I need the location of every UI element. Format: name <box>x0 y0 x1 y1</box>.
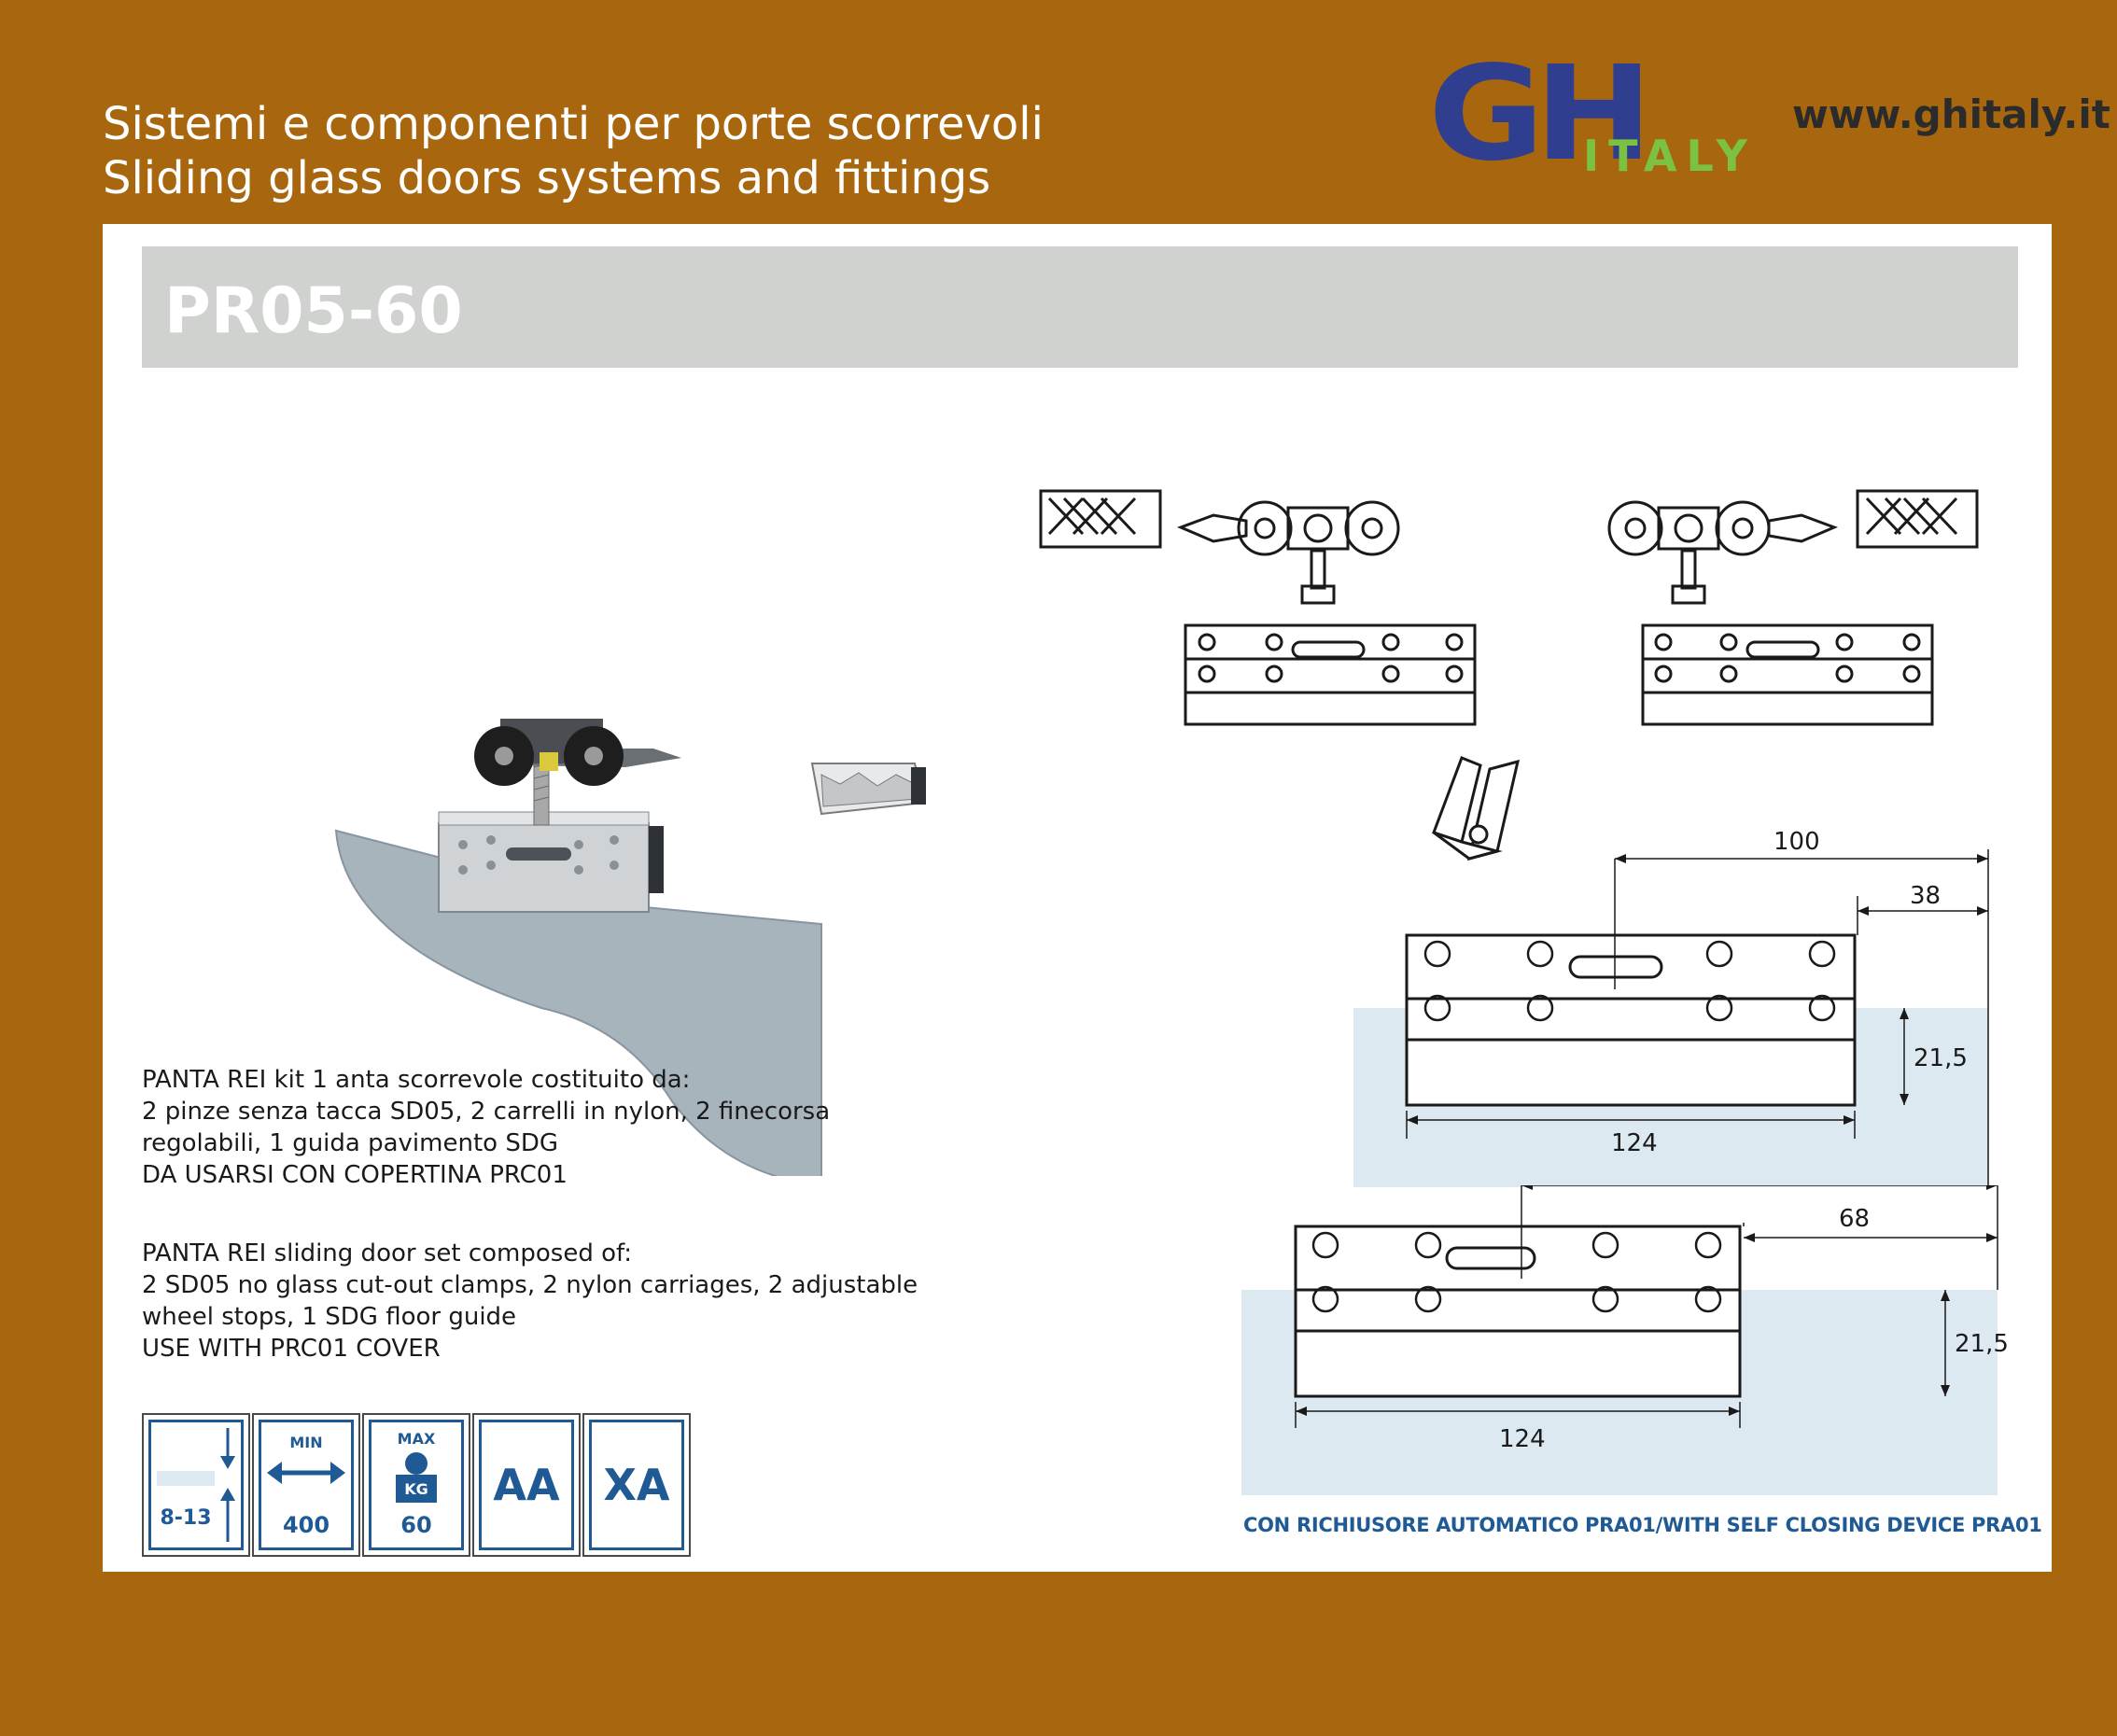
header-tagline: Sistemi e componenti per porte scorrevol… <box>103 97 1044 205</box>
dimension-drawing-top: 100 38 21,5 124 <box>1353 828 1989 1187</box>
title-bar: PR05-60 <box>142 246 2018 368</box>
glass-thickness-icon: 8-13 <box>142 1413 250 1557</box>
dim-bottom-124: 124 <box>1499 1425 1546 1453</box>
description-english: PANTA REI sliding door set composed of: … <box>142 1238 918 1365</box>
gh-italy-logo: GH ITALY <box>1428 54 1757 175</box>
thickness-value: 8-13 <box>160 1506 212 1530</box>
kg-label: KG <box>404 1480 428 1498</box>
dim-bottom-130: 130 <box>1727 1185 1774 1186</box>
code-aa-icon: AA <box>472 1413 581 1557</box>
desc-en-line: wheel stops, 1 SDG floor guide <box>142 1303 517 1331</box>
logo-sub-text: ITALY <box>1583 131 1757 175</box>
min-width-icon: MIN 400 <box>252 1413 360 1557</box>
min-value: 400 <box>282 1512 330 1538</box>
dim-bottom-68: 68 <box>1839 1205 1870 1233</box>
exploded-technical-drawing <box>1039 489 1979 726</box>
desc-it-line: 2 pinze senza tacca SD05, 2 carrelli in … <box>142 1098 831 1126</box>
product-sheet: PR05-60 <box>103 224 2052 1572</box>
wheel-stop-3d <box>810 763 926 816</box>
dim-top-100: 100 <box>1774 828 1820 856</box>
weight-icon <box>396 1452 437 1503</box>
carriage-right <box>1607 500 1934 726</box>
carriage-left <box>1176 500 1477 726</box>
website-link[interactable]: www.ghitaly.it <box>1792 91 2110 137</box>
self-closing-note: CON RICHIUSORE AUTOMATICO PRA01/WITH SEL… <box>1243 1514 2042 1536</box>
dim-top-124: 124 <box>1611 1129 1658 1157</box>
product-illustration <box>334 719 926 1176</box>
tagline-en: Sliding glass doors systems and fittings <box>103 152 991 204</box>
desc-en-line: PANTA REI sliding door set composed of: <box>142 1239 632 1267</box>
max-weight-icon: MAX KG 60 <box>362 1413 470 1557</box>
wheel-stop-left <box>1039 489 1162 549</box>
double-arrow-icon <box>267 1462 345 1484</box>
desc-it-line: PANTA REI kit 1 anta scorrevole costitui… <box>142 1066 691 1094</box>
dim-bottom-21-5: 21,5 <box>1955 1330 2009 1358</box>
logo-main-text: GH <box>1428 54 1643 175</box>
dimension-drawing-bottom: 130 68 21,5 124 <box>1241 1185 2009 1495</box>
max-label: MAX <box>397 1430 436 1448</box>
wheel-stop-right <box>1856 489 1979 549</box>
desc-it-line: DA USARSI CON COPERTINA PRC01 <box>142 1161 568 1189</box>
product-code: PR05-60 <box>164 274 463 348</box>
dim-top-21-5: 21,5 <box>1914 1044 1968 1072</box>
yellow-axle <box>540 752 558 771</box>
max-value: 60 <box>400 1512 432 1538</box>
code-xa-icon: XA <box>582 1413 691 1557</box>
code-xa: XA <box>603 1460 670 1510</box>
glass-panel <box>334 829 822 1176</box>
desc-it-line: regolabili, 1 guida pavimento SDG <box>142 1129 558 1157</box>
desc-en-line: USE WITH PRC01 COVER <box>142 1335 441 1363</box>
thickness-arrows-icon <box>157 1428 235 1542</box>
floor-guide-drawing <box>1432 756 1521 861</box>
code-aa: AA <box>493 1460 560 1510</box>
desc-en-line: 2 SD05 no glass cut-out clamps, 2 nylon … <box>142 1271 918 1299</box>
dim-top-38: 38 <box>1910 882 1941 910</box>
min-label: MIN <box>289 1434 323 1451</box>
tagline-it: Sistemi e componenti per porte scorrevol… <box>103 98 1044 150</box>
description-italian: PANTA REI kit 1 anta scorrevole costitui… <box>142 1064 830 1191</box>
